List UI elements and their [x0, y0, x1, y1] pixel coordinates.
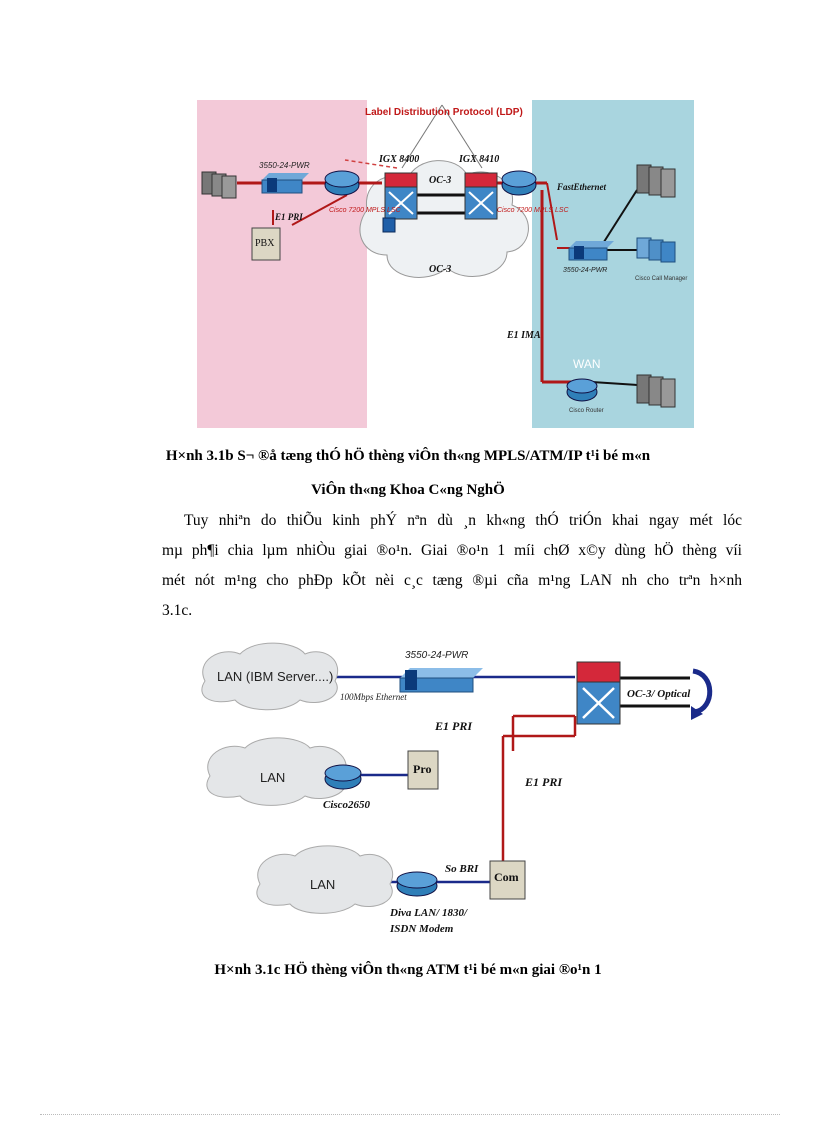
caption-line: H×nh 3.1b S¬ ®å tæng thÓ hÖ thèng viÔn t… — [165, 448, 651, 464]
switch-icon — [399, 668, 483, 693]
sobri-label: So BRI — [445, 863, 479, 875]
figure-mpls-atm-ip-diagram: Label Distribution Protocol (LDP) IGX 84… — [197, 100, 694, 428]
e1ima-label: E1 IMA — [506, 330, 541, 341]
switch-left-label: 3550-24-PWR — [259, 161, 310, 170]
cisco2650-label: Cisco2650 — [323, 799, 371, 811]
ldp-label: Label Distribution Protocol (LDP) — [365, 107, 523, 118]
isdn-label: ISDN Modem — [389, 923, 454, 935]
atm-switch-icon — [384, 172, 418, 220]
paragraph-line: mµ ph¶i chia lµm nhiÒu giai ®o¹n. Giai ®… — [162, 542, 742, 559]
figure-atm-phase1-diagram: LAN (IBM Server....) LAN LAN 3550-24-PWR… — [201, 642, 713, 935]
cisco-router-label: Cisco Router — [569, 408, 604, 414]
paragraph-line: Tuy nhiªn do thiÕu kinh phÝ nªn dù ¸n kh… — [184, 512, 742, 529]
oc3-bottom-label: OC-3 — [429, 264, 451, 275]
figure-caption-3-1b: H×nh 3.1b S¬ ®å tæng thÓ hÖ thèng viÔn t… — [100, 445, 716, 505]
router-icon — [396, 871, 438, 897]
igx-left-label: IGX 8400 — [378, 154, 419, 165]
cisco-left-label: Cisco 7200 MPLS LSC — [329, 207, 402, 214]
phone-icon — [382, 217, 396, 233]
paragraph-line: mét nót m¹ng cho phÐp kÕt nèi c¸c tæng ®… — [162, 572, 742, 589]
atm-switch-icon — [464, 172, 498, 220]
lan-label: LAN — [310, 877, 335, 892]
ethernet-label: 100Mbps Ethernet — [340, 692, 407, 702]
lan-ibm-label: LAN (IBM Server....) — [217, 669, 333, 684]
pro-box-icon — [407, 750, 439, 790]
router-icon — [324, 764, 362, 790]
server-icon — [636, 374, 676, 408]
switch-right-label: 3550-24-PWR — [563, 267, 607, 274]
pink-zone — [197, 100, 367, 428]
body-paragraph: Tuy nhiªn do thiÕu kinh phÝ nªn dù ¸n kh… — [162, 506, 742, 626]
figure-caption-3-1c: H×nh 3.1c HÖ thèng viÔn th«ng ATM t¹i bé… — [214, 962, 602, 978]
pbx-box-icon — [251, 227, 281, 261]
e1pri-label: E1 PRI — [524, 775, 563, 789]
switch-icon — [568, 241, 614, 261]
switch-label: 3550-24-PWR — [405, 650, 468, 661]
router-icon — [324, 170, 360, 196]
lan-cloud-ibm — [201, 642, 339, 711]
call-manager-icon — [636, 237, 676, 263]
page-bottom-rule — [40, 1114, 780, 1115]
router-icon — [501, 170, 537, 196]
server-icon — [636, 164, 676, 198]
wan-router-icon — [566, 378, 598, 402]
atm-switch-icon — [576, 661, 621, 725]
workstation-icon — [201, 171, 237, 199]
com-box-icon — [489, 860, 526, 900]
callmanager-label: Cisco Call Manager — [635, 276, 687, 282]
optical-arrow-icon — [692, 668, 713, 715]
lan-label: LAN — [260, 770, 285, 785]
lan-cloud-3 — [256, 845, 394, 914]
igx-right-label: IGX 8410 — [458, 154, 499, 165]
oc3-optical-label: OC-3/ Optical — [627, 688, 691, 700]
wan-label: WAN — [573, 357, 601, 371]
fastethernet-label: FastEthernet — [556, 182, 607, 192]
switch-icon — [261, 173, 309, 194]
pbx-label: PBX — [255, 238, 275, 249]
diva-label: Diva LAN/ 1830/ — [389, 907, 468, 919]
paragraph-line: 3.1c. — [162, 602, 193, 619]
oc3-top-label: OC-3 — [429, 175, 451, 186]
e1pri-label: E1 PRI — [274, 212, 303, 222]
cisco-right-label: Cisco 7200 MPLS LSC — [497, 207, 570, 214]
blue-zone — [532, 100, 694, 428]
e1pri-label: E1 PRI — [434, 719, 473, 733]
caption-line: ViÔn th«ng Khoa C«ng NghÖ — [311, 482, 505, 498]
com-label: Com — [494, 870, 519, 884]
pro-label: Pro — [413, 762, 431, 776]
